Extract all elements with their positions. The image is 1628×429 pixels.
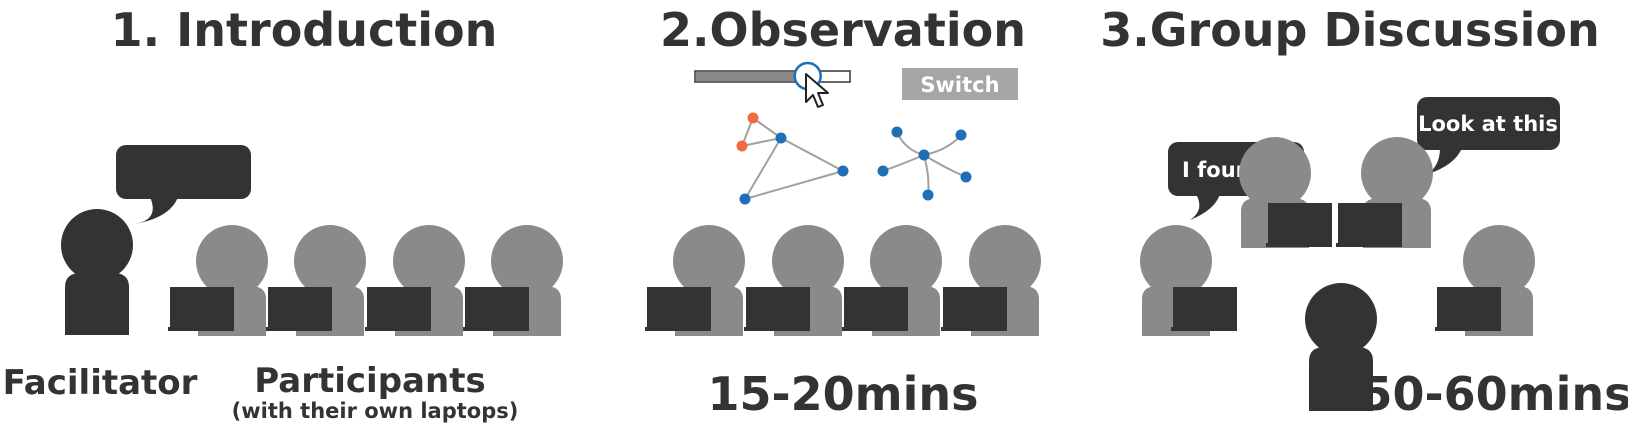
laptop-icon: [266, 287, 332, 331]
title-observation: 2.Observation: [660, 3, 1026, 57]
title-group-discussion: 3.Group Discussion: [1100, 3, 1599, 57]
speech-bubble-icon: Look at this: [1417, 97, 1560, 174]
laptop-icon: [365, 287, 431, 331]
network-graph-icon: [877, 126, 972, 201]
participants-sublabel: (with their own laptops): [232, 399, 519, 423]
laptop-icon: [1266, 203, 1332, 247]
laptop-icon: [744, 287, 810, 331]
laptop-icon: [1336, 203, 1402, 247]
observation-duration: 15-20mins: [708, 367, 979, 421]
laptop-icon: [168, 287, 234, 331]
participant-group-intro: [168, 225, 563, 336]
slider-fill: [696, 72, 808, 81]
bubble-right-text: Look at this: [1418, 112, 1558, 136]
network-graph-icon: [736, 112, 849, 205]
facilitator-icon: [1305, 283, 1377, 411]
slider[interactable]: [694, 61, 851, 91]
speech-bubble-icon: [116, 145, 251, 224]
participant-group-observation: [645, 225, 1041, 336]
laptop-icon: [941, 287, 1007, 331]
laptop-icon: [463, 287, 529, 331]
laptop-icon: [842, 287, 908, 331]
cursor-icon: [805, 73, 829, 108]
laptop-icon: [1435, 287, 1501, 331]
discussion-duration: 50-60mins: [1361, 367, 1628, 421]
switch-button-label: Switch: [920, 73, 999, 97]
facilitator-label: Facilitator: [3, 363, 198, 403]
title-introduction: 1. Introduction: [111, 3, 498, 57]
participants-label: Participants: [254, 361, 485, 401]
facilitator-icon: [61, 209, 133, 335]
switch-button[interactable]: Switch: [902, 68, 1018, 100]
laptop-icon: [645, 287, 711, 331]
laptop-icon: [1171, 287, 1237, 331]
